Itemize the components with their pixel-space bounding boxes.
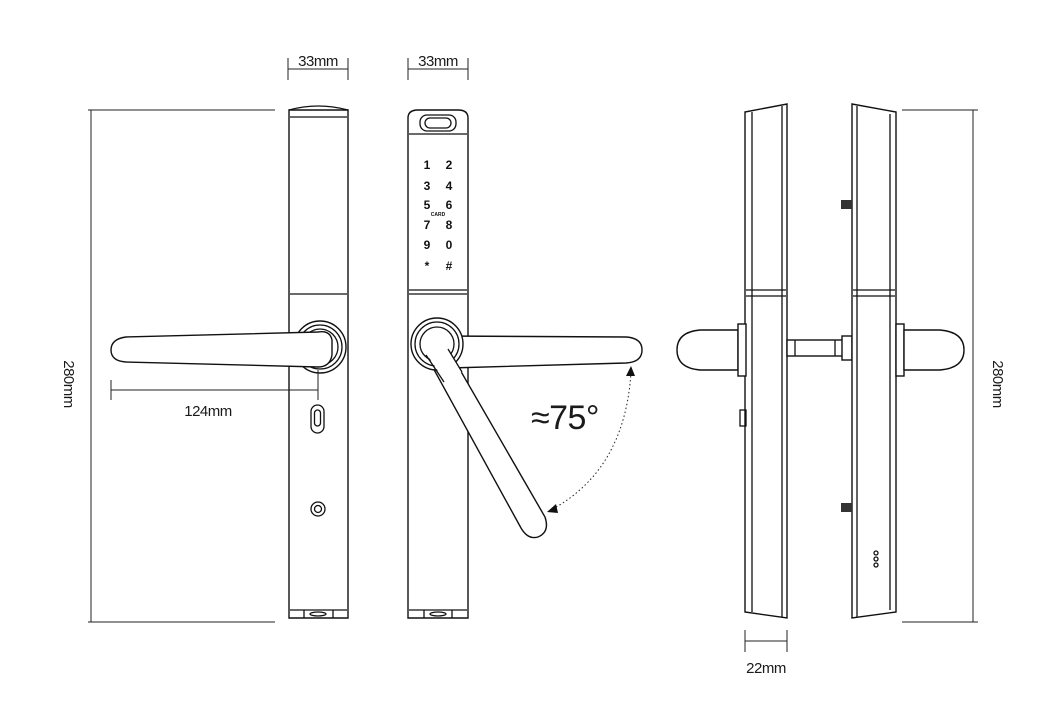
keypad-rosette (410, 317, 464, 383)
height-dimension-left: 280mm (60, 109, 275, 623)
depth-dimension: 22mm (744, 630, 788, 677)
key-6: 6 (446, 198, 453, 212)
front-view: 33mm 280mm (60, 53, 349, 623)
key-8: 8 (446, 218, 453, 232)
key-1: 1 (424, 158, 431, 172)
handle-length-dimension: 124mm (110, 370, 319, 420)
front-handle (110, 330, 333, 368)
rotation-angle-label: ≈75° (531, 399, 599, 437)
key-hash: # (446, 259, 453, 273)
keypad-handle (435, 335, 643, 369)
keypad-width-dimension: 33mm (407, 53, 469, 80)
rotation-angle-arc (547, 366, 635, 513)
key-7: 7 (424, 218, 431, 232)
card-label: CARD (431, 212, 446, 218)
key-3: 3 (424, 179, 431, 193)
keypad-keys: 1 2 3 4 5 6 CARD 7 8 9 0 * # (424, 158, 453, 273)
key-4: 4 (446, 179, 453, 193)
front-width-dimension: 33mm (287, 53, 349, 80)
fingerprint-sensor-icon (419, 114, 457, 132)
height-label-left: 280mm (60, 360, 77, 408)
key-9: 9 (424, 238, 431, 252)
height-dimension-right: 280mm (902, 109, 1006, 623)
key-0: 0 (446, 238, 453, 252)
handle-length-label: 124mm (184, 403, 232, 420)
front-width-label: 33mm (298, 53, 338, 70)
side-view: 280mm 22mm (676, 103, 1006, 677)
key-star: * (425, 259, 430, 273)
key-5: 5 (424, 198, 431, 212)
rotated-handle (424, 348, 548, 539)
keypad-width-label: 33mm (418, 53, 458, 70)
keypad-view: 33mm 1 2 3 4 5 6 CARD 7 8 9 0 * # (407, 53, 643, 619)
height-label-right: 280mm (989, 360, 1006, 408)
depth-label: 22mm (746, 660, 786, 677)
key-2: 2 (446, 158, 453, 172)
